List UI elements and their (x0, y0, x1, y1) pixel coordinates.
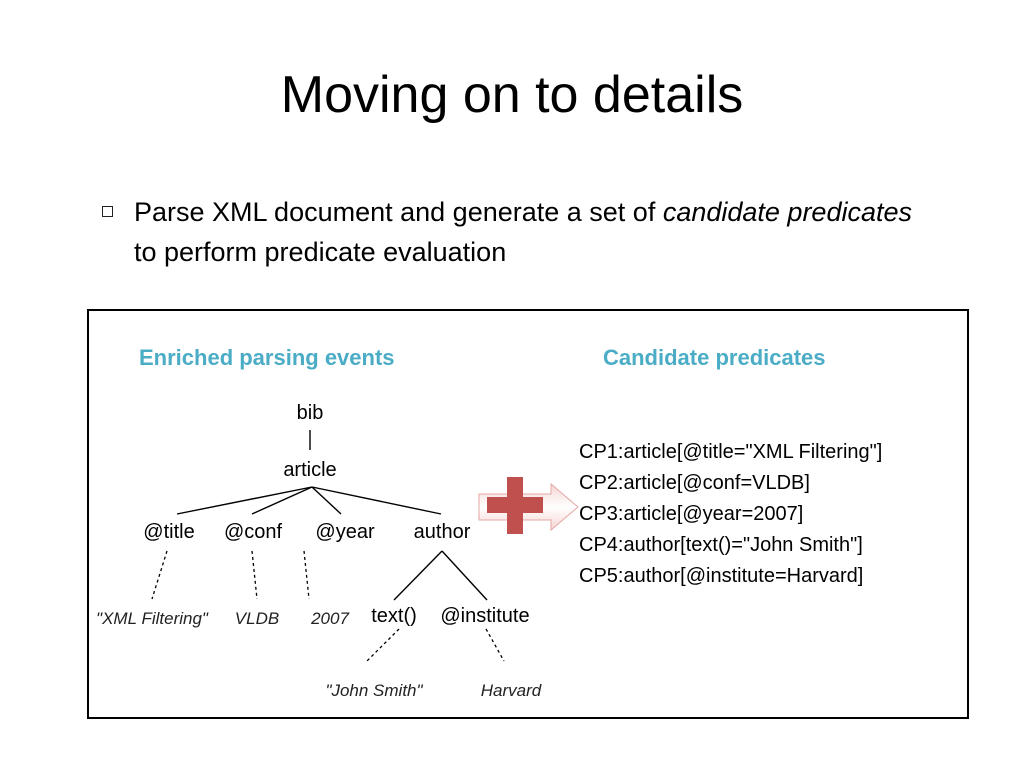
edge-institute-value (485, 628, 505, 662)
node-title-attr: @title (143, 521, 194, 543)
node-author: author (414, 521, 471, 543)
edge-article-conf (251, 486, 313, 515)
node-text-func: text() (371, 605, 417, 627)
edge-article-title (176, 486, 313, 515)
node-bib: bib (297, 402, 324, 424)
tree-edges (176, 430, 488, 601)
edge-year-value (303, 550, 310, 600)
node-article: article (283, 459, 336, 481)
diagram-panel: Enriched parsing events Candidate predic… (87, 309, 969, 719)
candidate-predicate-item: CP1:article[@title="XML Filtering"] (579, 441, 883, 463)
value-conf: VLDB (235, 609, 279, 628)
value-edges (151, 550, 505, 662)
bullet-text-emphasis: candidate predicates (662, 197, 912, 227)
node-year-attr: @year (315, 521, 375, 543)
parse-tree-diagram: bib article @title @conf @year author te… (96, 402, 579, 700)
candidate-predicate-item: CP3:article[@year=2007] (579, 503, 804, 525)
edge-text-value (366, 628, 400, 662)
bullet-marker-icon (102, 206, 113, 217)
edge-author-institute (441, 550, 488, 601)
edge-author-text (393, 550, 443, 601)
candidate-predicate-item: CP5:author[@institute=Harvard] (579, 565, 864, 587)
bullet-text: Parse XML document and generate a set of… (134, 192, 914, 272)
enriched-events-heading: Enriched parsing events (139, 345, 395, 370)
value-title: "XML Filtering" (96, 609, 209, 628)
candidate-predicate-item: CP2:article[@conf=VLDB] (579, 472, 810, 494)
red-plus-arrow-icon (478, 477, 579, 534)
value-institute: Harvard (481, 681, 542, 700)
edge-article-year (311, 486, 342, 515)
candidate-predicates-heading: Candidate predicates (603, 345, 826, 370)
edge-title-value (151, 550, 168, 600)
slide-title: Moving on to details (280, 66, 744, 124)
candidate-predicate-item: CP4:author[text()="John Smith"] (579, 534, 863, 556)
value-year: 2007 (310, 609, 349, 628)
edge-conf-value (251, 550, 258, 600)
edge-article-author (311, 486, 442, 515)
bullet-text-part1: Parse XML document and generate a set of (134, 197, 663, 227)
value-text: "John Smith" (325, 681, 423, 700)
bullet-text-part2: to perform predicate evaluation (134, 237, 507, 267)
node-institute-attr: @institute (440, 605, 529, 627)
node-conf-attr: @conf (224, 521, 283, 543)
candidate-predicate-list: CP1:article[@title="XML Filtering"] CP2:… (579, 437, 882, 592)
